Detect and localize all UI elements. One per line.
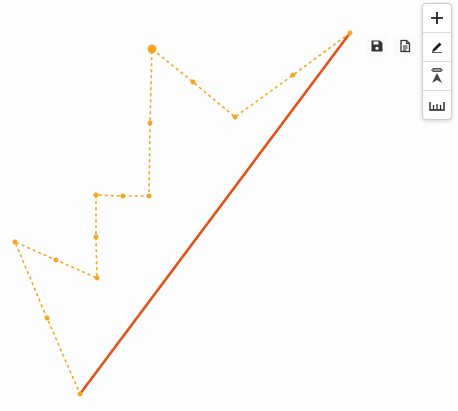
route-midpoint-handle[interactable] xyxy=(44,315,50,321)
file-actions xyxy=(366,35,416,57)
pencil-icon xyxy=(432,42,442,53)
save-button[interactable] xyxy=(366,35,388,57)
document-icon xyxy=(400,39,411,53)
drawn-route-path xyxy=(13,32,351,395)
route-vertex[interactable] xyxy=(12,239,18,245)
straight-distance-line xyxy=(78,31,352,396)
export-document-button[interactable] xyxy=(394,35,416,57)
route-vertex[interactable] xyxy=(77,391,83,397)
route-midpoint-handle[interactable] xyxy=(93,234,99,240)
route-vertex[interactable] xyxy=(347,30,353,36)
measure-button[interactable] xyxy=(423,91,451,119)
route-vertex[interactable] xyxy=(146,193,152,199)
route-midpoint-handle[interactable] xyxy=(53,257,59,263)
navigate-button[interactable] xyxy=(423,62,451,91)
route-midpoint-handle[interactable] xyxy=(290,72,296,78)
ruler-icon xyxy=(429,102,445,111)
route-vertex-active[interactable] xyxy=(147,44,157,54)
route-midpoint-handle[interactable] xyxy=(190,79,196,85)
route-vertex[interactable] xyxy=(94,275,100,281)
zoom-in-button[interactable] xyxy=(423,4,451,33)
route-midpoint-handle[interactable] xyxy=(120,193,126,199)
route-midpoint-handle[interactable] xyxy=(147,120,153,126)
map-toolbar xyxy=(422,3,452,120)
route-vertex[interactable] xyxy=(93,192,99,198)
save-icon xyxy=(371,40,383,52)
route-vertex[interactable] xyxy=(232,114,238,120)
navigate-icon xyxy=(431,68,443,83)
draw-button[interactable] xyxy=(423,33,451,62)
zoom-in-icon xyxy=(431,12,443,24)
